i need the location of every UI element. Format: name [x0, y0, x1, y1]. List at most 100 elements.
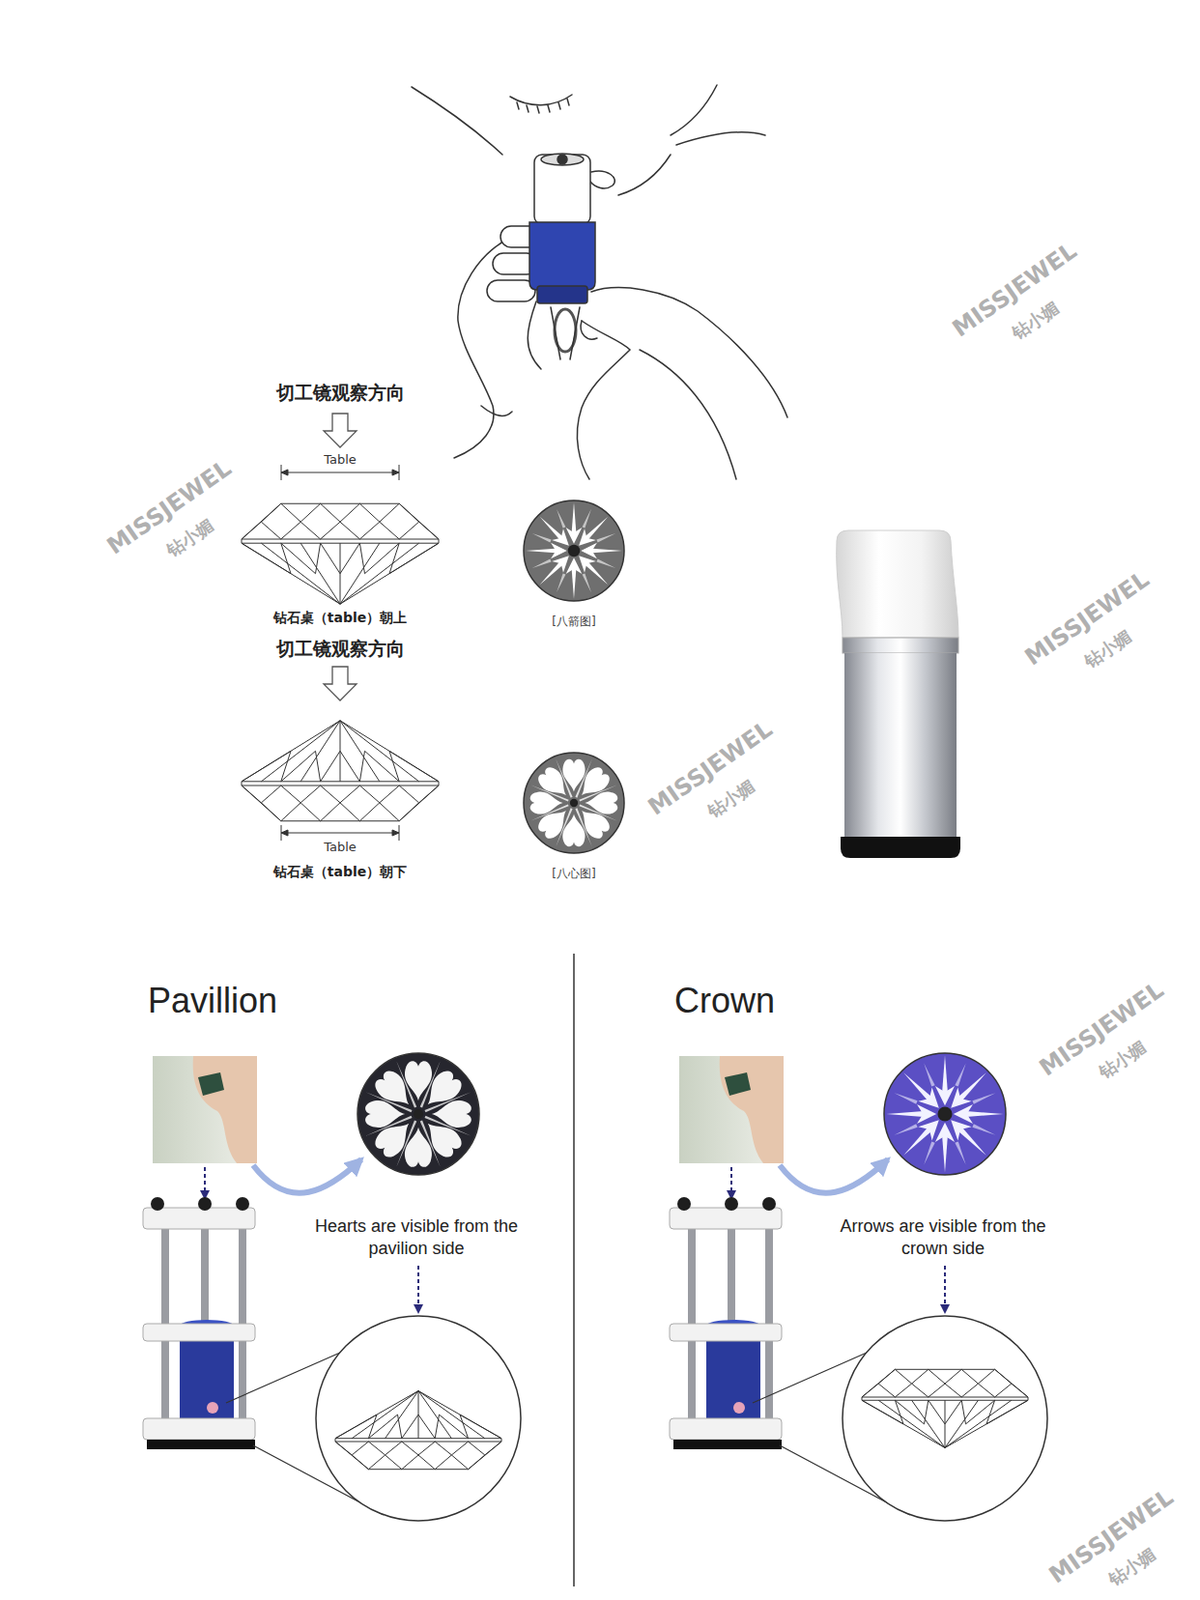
facet-line [961, 1383, 978, 1398]
arrow-head [566, 557, 583, 574]
facet-line [368, 1414, 398, 1439]
pattern-disc [523, 752, 625, 854]
eyelash [516, 102, 519, 110]
diamond-pavilion-up [335, 1391, 502, 1470]
arrow-head [580, 542, 598, 560]
facet-line [315, 750, 321, 782]
facet-line [995, 1383, 1012, 1398]
arrow-gap [954, 1062, 968, 1087]
device-knob [677, 1197, 691, 1211]
device-cylinder [706, 1338, 761, 1421]
facet-line [419, 521, 439, 540]
facet-line [340, 503, 360, 522]
dimension-arrow [392, 469, 400, 476]
facet-line [944, 1400, 962, 1425]
facet-line [401, 1414, 419, 1439]
arrows-pattern [884, 1053, 1006, 1175]
facet-line [260, 503, 281, 522]
facet-line [320, 785, 341, 803]
diamond-stone [206, 1401, 219, 1414]
arrow-shaft [571, 502, 576, 536]
facet-line [365, 542, 400, 574]
arrow-gap [954, 1141, 968, 1166]
facet-line [385, 1455, 402, 1470]
section-heading: Pavillion [147, 978, 278, 1023]
facet-line [379, 521, 400, 540]
facet-line [418, 1441, 435, 1456]
chin-contour [618, 154, 671, 196]
facet-line [241, 750, 291, 782]
dimension-arrow [281, 469, 288, 476]
arrow-shaft [942, 1056, 948, 1097]
facet-line [359, 521, 379, 540]
arrow-shaft [525, 547, 559, 553]
left-thumb [481, 405, 513, 416]
arrow-gap [555, 508, 567, 528]
loupe-top [541, 153, 584, 166]
facet-line [928, 1383, 945, 1398]
arrow-gap [922, 1062, 936, 1087]
facet-line [986, 1400, 1029, 1425]
dimension-label: Table [323, 839, 357, 856]
loupe-cap [836, 530, 959, 638]
facet-line [861, 1397, 1029, 1399]
facet-line [451, 1441, 468, 1456]
heart-shape [562, 759, 585, 793]
facet-line [468, 1455, 486, 1470]
explanation-text: Arrows are visible from the crown side [839, 1215, 1048, 1259]
arrow-gap [555, 572, 567, 593]
facet-line [320, 802, 341, 822]
dimension-arrow [392, 829, 400, 836]
dimension-line [281, 472, 400, 474]
curved-arrow [253, 1159, 362, 1194]
hearts-arrows-loupe [836, 530, 961, 858]
facet-line [320, 521, 341, 540]
facet-line [995, 1369, 1012, 1384]
device-cylinder [179, 1338, 234, 1421]
arrow-shaft [589, 547, 623, 553]
facet-line [401, 1441, 419, 1456]
photo [152, 1056, 258, 1164]
facet-line [340, 720, 380, 782]
pattern-caption: [八箭图] [522, 613, 626, 630]
eyelash [526, 105, 529, 113]
facet-line [944, 1400, 978, 1448]
facet-line [912, 1383, 929, 1398]
device-base-plate [669, 1418, 782, 1440]
diamond-outline [241, 720, 439, 822]
facet-line [389, 750, 400, 782]
facet-line [928, 1400, 945, 1425]
arrow-gap [596, 559, 616, 571]
loupe-band [842, 637, 959, 654]
pattern-disc [523, 500, 625, 601]
device-knob [150, 1197, 165, 1211]
facet-line [300, 802, 320, 822]
heart-gap [395, 1060, 417, 1109]
facet-line [340, 750, 360, 782]
facet-line [434, 1441, 452, 1456]
divider-line [572, 953, 575, 1587]
facet-line [351, 1455, 369, 1470]
diamond-stone [733, 1401, 745, 1414]
pattern-circle [522, 751, 626, 855]
heart-shape [404, 1060, 432, 1101]
diamond-outline [335, 1391, 502, 1470]
facet-line [260, 785, 281, 803]
facet-line [340, 542, 420, 604]
arrow-shaft [886, 1111, 928, 1117]
pattern-node: [八箭图] [522, 499, 626, 630]
facet-line [335, 1441, 502, 1443]
facet-line [418, 1391, 486, 1439]
facet-line [878, 1369, 895, 1384]
facet-line [340, 802, 360, 822]
device-foot [146, 1439, 256, 1450]
diamond-outline [241, 503, 439, 604]
person-with-loupe [411, 85, 788, 480]
facet-line [389, 750, 439, 782]
facet-line [300, 785, 320, 803]
loupe-base [840, 836, 961, 858]
facet-line [434, 1455, 452, 1470]
loupe-body [529, 222, 596, 290]
curved-arrow [779, 1159, 888, 1194]
facet-line [320, 750, 341, 782]
